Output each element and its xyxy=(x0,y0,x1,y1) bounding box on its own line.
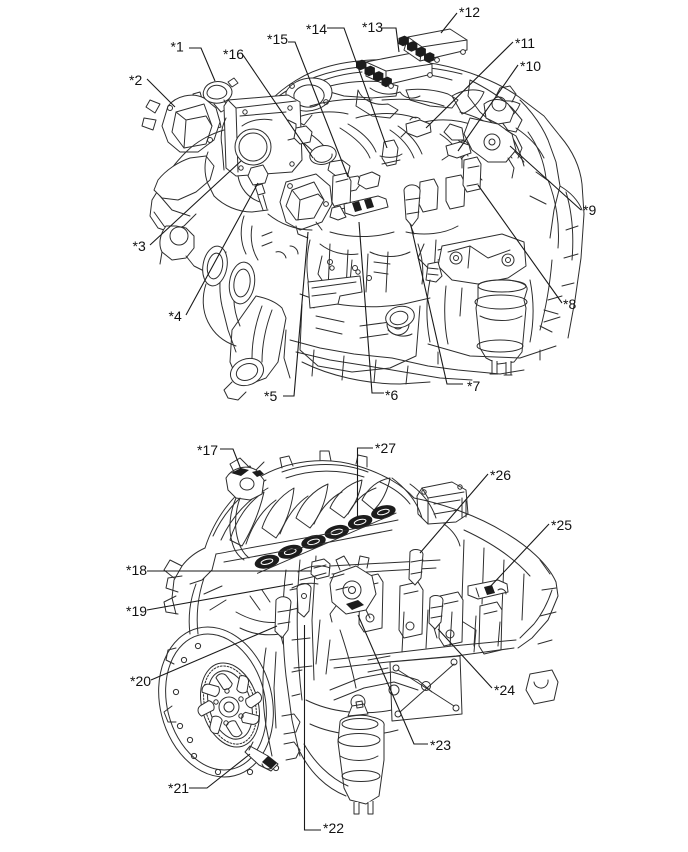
svg-text:*7: *7 xyxy=(467,378,480,394)
svg-text:*4: *4 xyxy=(169,308,182,324)
svg-text:*15: *15 xyxy=(267,31,288,47)
svg-text:*23: *23 xyxy=(430,737,451,753)
svg-text:*3: *3 xyxy=(133,238,146,254)
svg-text:*26: *26 xyxy=(490,467,511,483)
svg-text:*1: *1 xyxy=(171,39,184,55)
svg-text:*27: *27 xyxy=(375,440,396,456)
svg-text:*14: *14 xyxy=(306,21,327,37)
svg-text:*6: *6 xyxy=(385,387,398,403)
svg-text:*9: *9 xyxy=(583,202,596,218)
svg-text:*20: *20 xyxy=(130,673,151,689)
svg-text:*5: *5 xyxy=(264,388,277,404)
svg-text:*24: *24 xyxy=(494,682,515,698)
svg-text:*22: *22 xyxy=(323,820,344,836)
svg-text:*12: *12 xyxy=(459,4,480,20)
svg-text:*8: *8 xyxy=(563,296,576,312)
svg-text:*10: *10 xyxy=(520,58,541,74)
svg-text:*16: *16 xyxy=(223,46,244,62)
svg-text:*18: *18 xyxy=(126,562,147,578)
svg-text:*2: *2 xyxy=(129,72,142,88)
svg-text:*21: *21 xyxy=(168,780,189,796)
svg-text:*25: *25 xyxy=(551,517,572,533)
svg-text:*17: *17 xyxy=(197,442,218,458)
svg-text:*19: *19 xyxy=(126,603,147,619)
svg-text:*13: *13 xyxy=(362,19,383,35)
svg-text:*11: *11 xyxy=(515,35,535,51)
